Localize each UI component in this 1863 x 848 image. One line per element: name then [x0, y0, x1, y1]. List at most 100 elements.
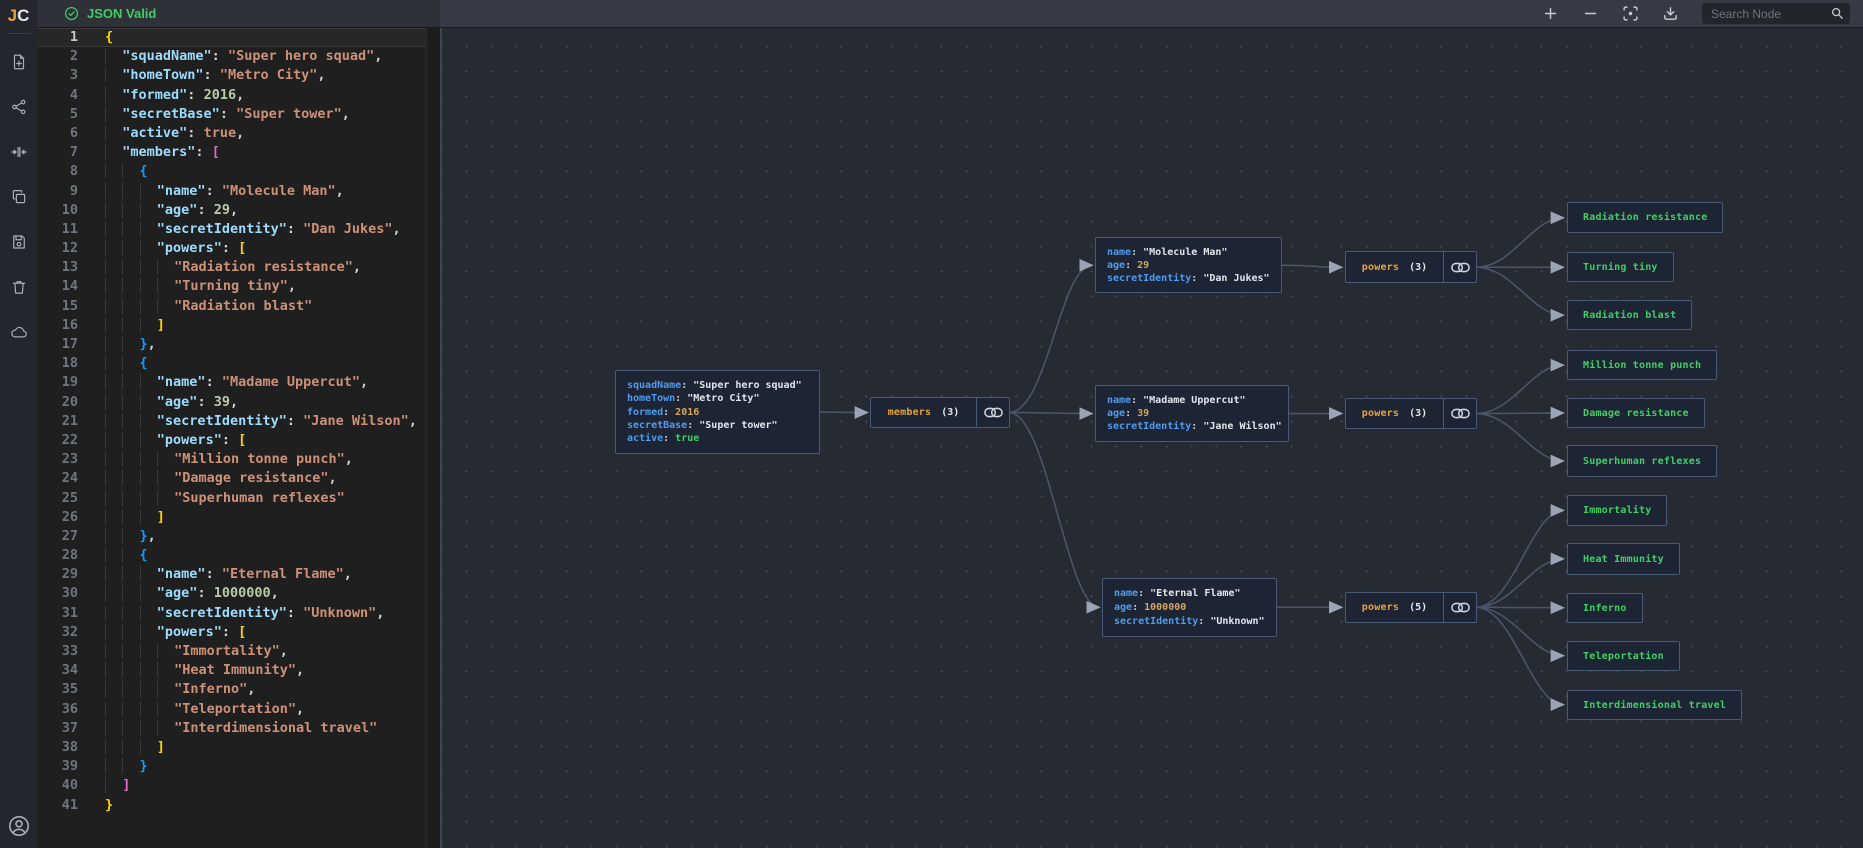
array-node-label: powers(3) [1361, 261, 1428, 273]
code-text: "secretBase": "Super tower", [105, 105, 350, 124]
line-number: 6 [69, 124, 78, 141]
code-text: "name": "Eternal Flame", [105, 565, 352, 584]
link-icon[interactable] [976, 398, 1009, 427]
fold-icon[interactable] [10, 143, 28, 161]
link-icon[interactable] [1443, 593, 1476, 622]
edge [1475, 211, 1566, 269]
link-icon[interactable] [1443, 252, 1476, 282]
graph-leaf-node[interactable]: Superhuman reflexes [1567, 445, 1718, 477]
editor-line: 1{ [37, 28, 440, 48]
editor-line: 2 "squadName": "Super hero squad", [37, 47, 440, 66]
graph-leaf-node[interactable]: Teleportation [1567, 641, 1680, 671]
graph-toolbar [440, 0, 1863, 28]
zoom-in-icon[interactable] [1542, 5, 1559, 22]
top-bar: JSON Valid [37, 0, 1863, 28]
editor-line: 9 "name": "Molecule Man", [37, 182, 440, 201]
graph-leaf-node[interactable]: Heat Immunity [1567, 543, 1680, 575]
edge [1475, 504, 1566, 609]
node-row: name: "Madame Uppercut" [1107, 395, 1246, 406]
graph-leaf-node[interactable]: Inferno [1567, 593, 1643, 623]
code-text: }, [105, 527, 156, 546]
graph-edges [819, 211, 1566, 711]
graph-leaf-node[interactable]: Million tonne punch [1567, 350, 1718, 380]
editor-line: 8 { [37, 162, 440, 181]
edge [1009, 258, 1094, 414]
share-icon[interactable] [10, 98, 28, 116]
code-text: { [105, 354, 148, 373]
graph-leaf-node[interactable]: Immortality [1567, 495, 1668, 526]
copy-icon[interactable] [10, 188, 28, 206]
logo-letter-c: C [17, 6, 30, 25]
code-text: "members": [ [105, 143, 220, 162]
line-number: 17 [61, 336, 78, 352]
graph-leaf-node[interactable]: Interdimensional travel [1567, 690, 1743, 720]
line-number: 36 [61, 700, 78, 717]
editor-line: 15 "Radiation blast" [37, 297, 440, 316]
graph-canvas[interactable]: squadName: "Super hero squad"homeTown: "… [440, 28, 1863, 848]
code-text: "secretIdentity": "Jane Wilson", [105, 412, 417, 431]
account-icon[interactable] [7, 814, 31, 838]
file-plus-icon[interactable] [10, 53, 28, 71]
code-text: ] [105, 316, 165, 335]
graph-leaf-node[interactable]: Radiation resistance [1567, 202, 1724, 233]
search-node-box [1702, 3, 1850, 24]
line-number: 34 [61, 662, 78, 679]
focus-view-icon[interactable] [1622, 5, 1639, 22]
edge [1009, 411, 1101, 614]
editor-line: 19 "name": "Madame Uppercut", [37, 373, 440, 392]
edge [1475, 552, 1566, 609]
code-text: "active": true, [105, 124, 244, 143]
zoom-out-icon[interactable] [1582, 5, 1599, 22]
edge [1475, 266, 1566, 322]
editor-line: 28 { [37, 546, 440, 565]
graph-array-node-members[interactable]: members(3) [870, 397, 1010, 428]
editor-line: 41} [37, 796, 440, 815]
graph-leaf-node[interactable]: Damage resistance [1567, 398, 1705, 428]
save-icon[interactable] [10, 233, 28, 251]
sidebar-icon-list [10, 53, 28, 341]
code-text: "secretIdentity": "Dan Jukes", [105, 220, 401, 239]
search-icon[interactable] [1830, 6, 1844, 20]
node-row: secretIdentity: "Jane Wilson" [1107, 421, 1282, 432]
code-text: ] [105, 508, 165, 527]
editor-line: 7 "members": [ [37, 143, 440, 162]
code-text: "powers": [ [105, 623, 246, 642]
json-code-editor[interactable]: 1{2 "squadName": "Super hero squad",3 "h… [37, 28, 440, 848]
editor-line: 6 "active": true, [37, 124, 440, 143]
line-number: 9 [69, 182, 78, 199]
graph-array-node-p2[interactable]: powers(3) [1345, 398, 1477, 429]
editor-line: 38 ] [37, 738, 440, 757]
code-text: "secretIdentity": "Unknown", [105, 604, 384, 623]
editor-line: 35 "Inferno", [37, 680, 440, 699]
graph-object-node-root[interactable]: squadName: "Super hero squad"homeTown: "… [615, 370, 820, 454]
code-text: "Damage resistance", [105, 469, 337, 488]
graph-leaf-node[interactable]: Turning tiny [1567, 252, 1674, 282]
node-row: squadName: "Super hero squad" [627, 380, 802, 391]
app-logo[interactable]: JC [8, 6, 30, 26]
trash-icon[interactable] [10, 278, 28, 296]
search-node-input[interactable] [1702, 3, 1850, 24]
code-text: { [105, 29, 114, 45]
line-number: 2 [69, 48, 78, 65]
editor-line: 11 "secretIdentity": "Dan Jukes", [37, 220, 440, 239]
graph-array-node-p3[interactable]: powers(5) [1345, 592, 1477, 623]
cloud-icon[interactable] [10, 323, 28, 341]
download-icon[interactable] [1662, 5, 1679, 22]
line-number: 13 [61, 259, 78, 276]
logo-letter-j: J [7, 6, 18, 25]
editor-line: 12 "powers": [ [37, 239, 440, 258]
node-row: active: true [627, 433, 700, 444]
editor-line: 27 }, [37, 527, 440, 546]
graph-array-node-p1[interactable]: powers(3) [1345, 251, 1477, 283]
graph-leaf-node[interactable]: Radiation blast [1567, 300, 1693, 330]
editor-line: 16 ] [37, 316, 440, 335]
node-row: age: 1000000 [1114, 602, 1187, 613]
line-number: 40 [61, 777, 78, 794]
line-number: 4 [69, 86, 78, 103]
check-circle-icon [64, 6, 79, 21]
code-text: "Teleportation", [105, 700, 304, 719]
link-icon[interactable] [1443, 399, 1476, 428]
